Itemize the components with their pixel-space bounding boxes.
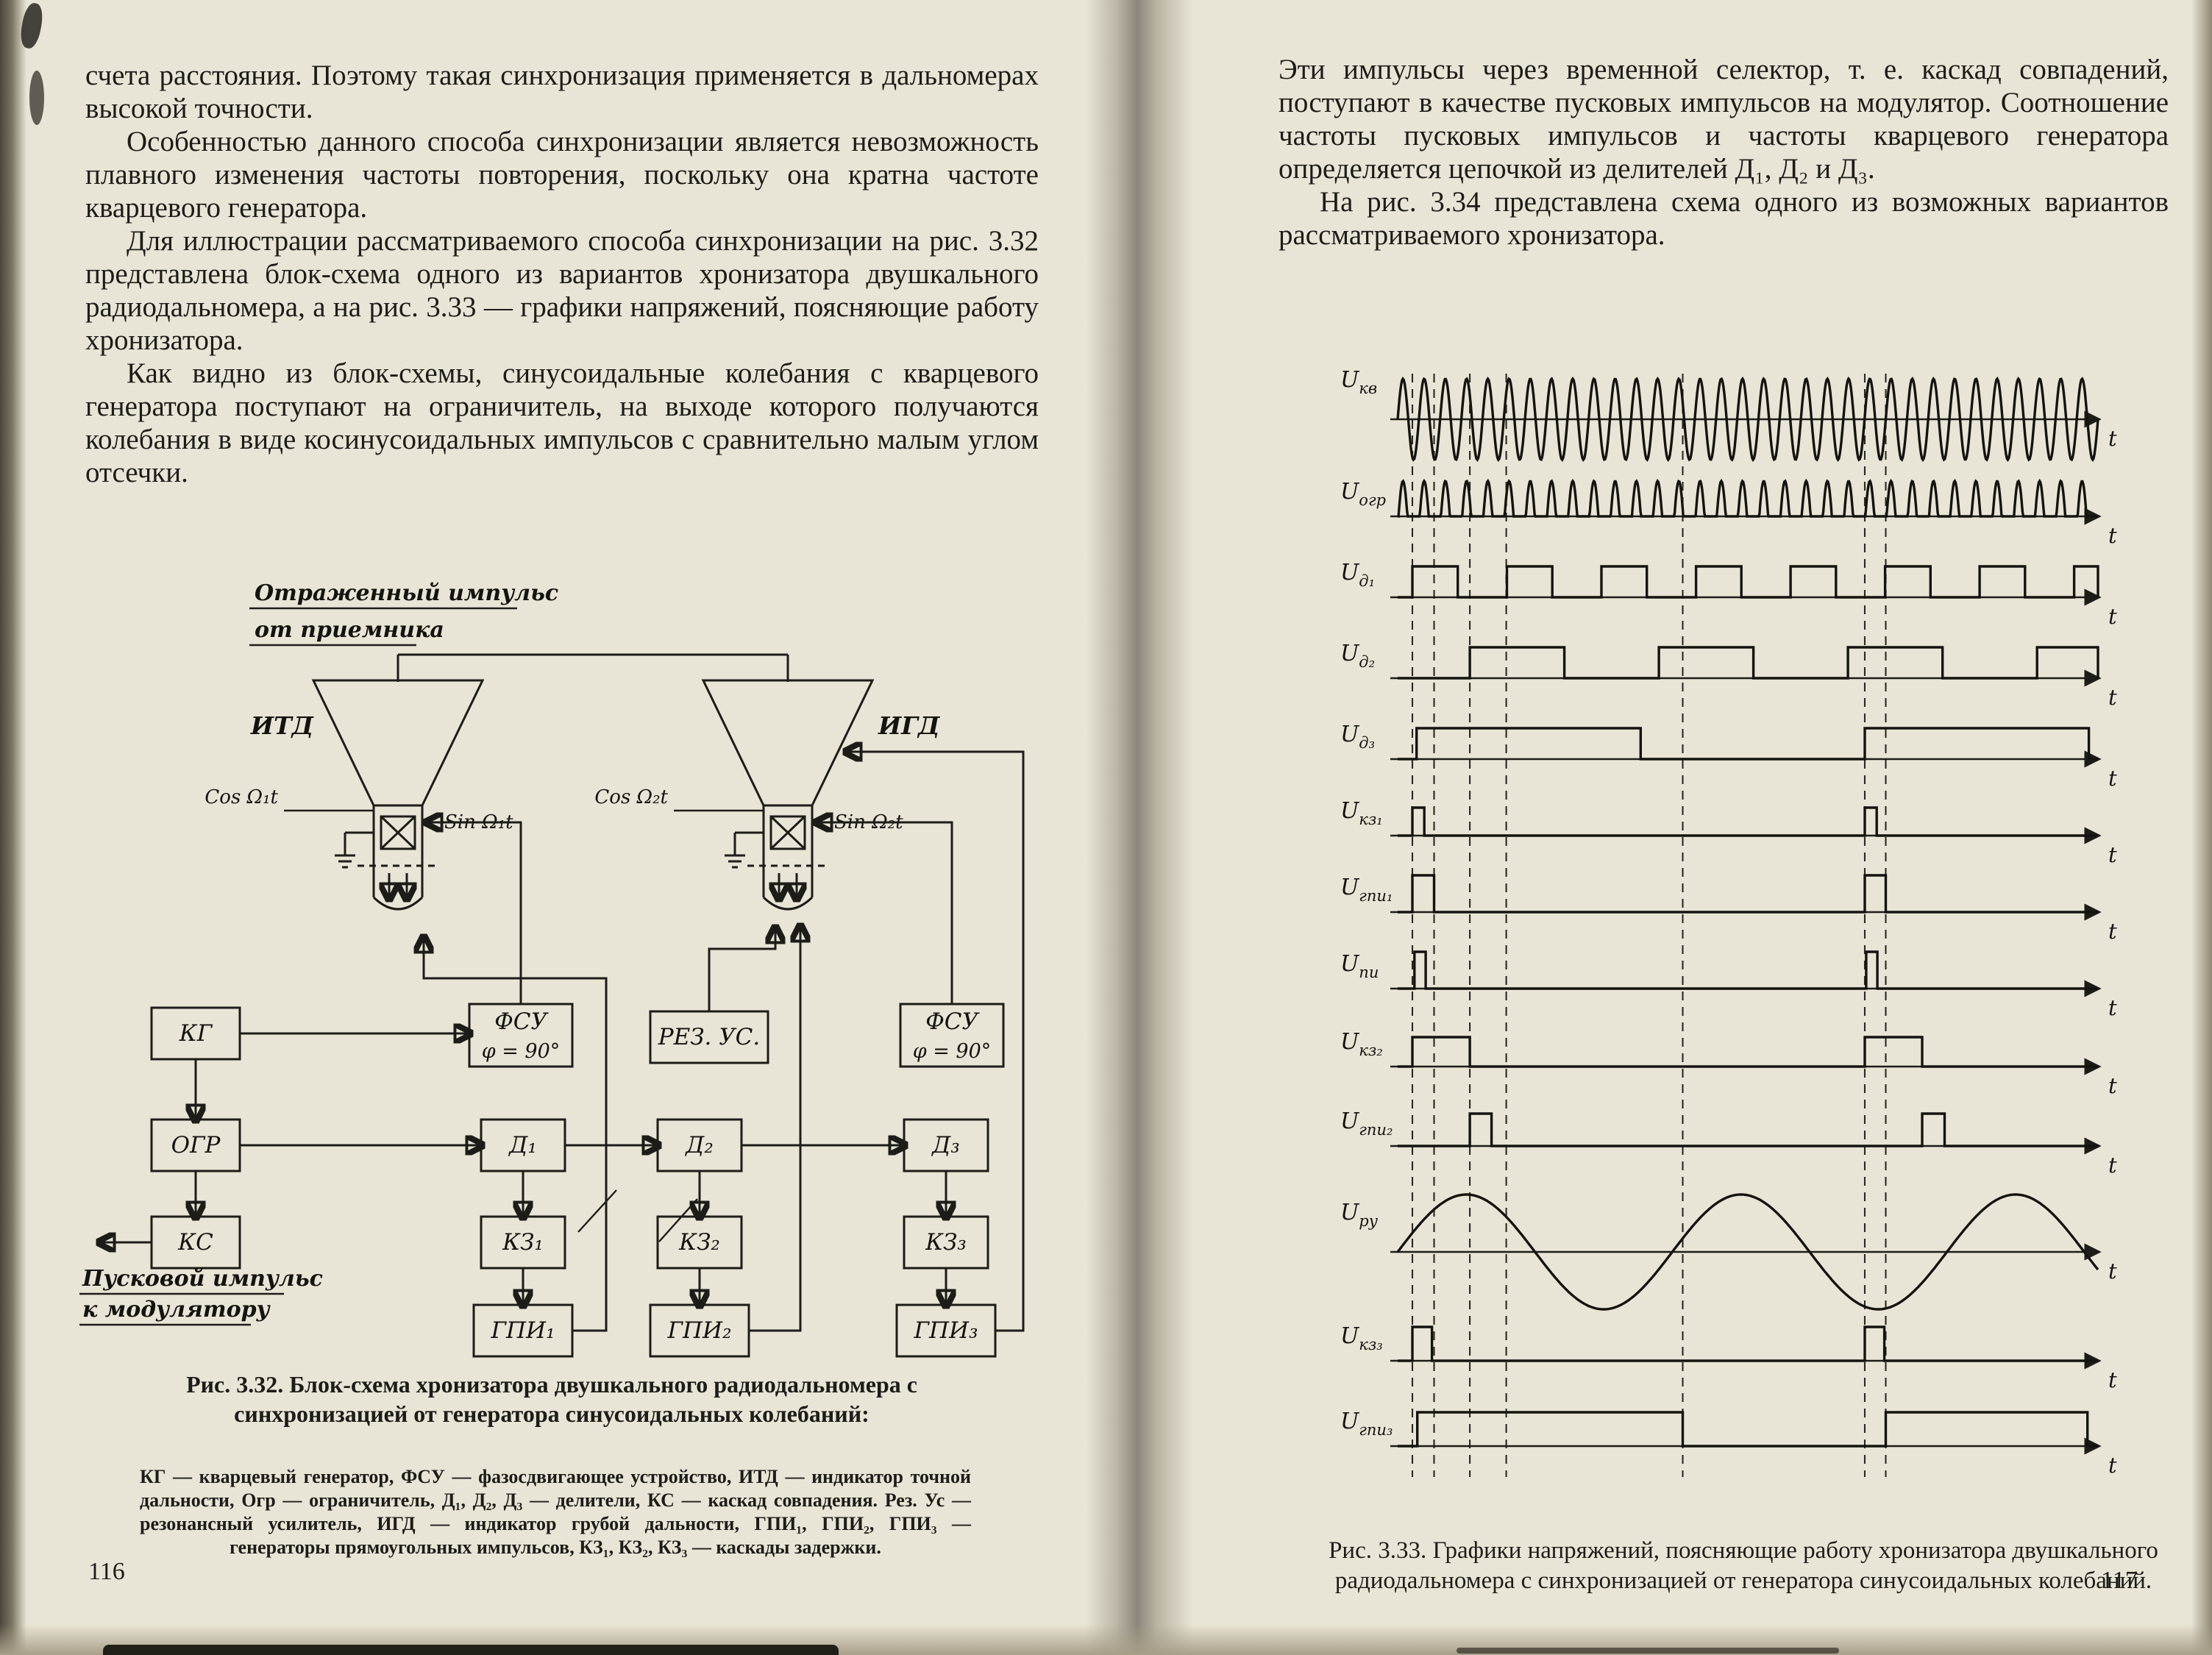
waveform-label: Uпи xyxy=(1340,951,1379,981)
block-gpi2-label: ГПИ₂ xyxy=(666,1317,731,1344)
paragraph: Особенностью данного способа синхронизац… xyxy=(85,126,1039,224)
start-pulse-label: Пусковой импульс xyxy=(82,1266,323,1292)
waveform-label: Uкз₃ xyxy=(1340,1323,1383,1353)
scan-edge-left xyxy=(0,0,26,1655)
waveform-trace xyxy=(1398,1325,2098,1362)
waveform-label: Uгпи₃ xyxy=(1340,1409,1393,1439)
t-axis-label: t xyxy=(2108,1453,2117,1478)
t-axis-label: t xyxy=(2108,842,2117,867)
scan-edge-right xyxy=(2191,0,2212,1655)
reflected-pulse-label: Отраженный импульс xyxy=(255,580,558,606)
paragraph: На рис. 3.34 представлена схема одного и… xyxy=(1279,186,2169,251)
waveform-trace xyxy=(1398,874,2098,914)
waveform-trace xyxy=(1398,1112,2098,1147)
cos-omega1-label: Cos Ω₁t xyxy=(205,786,278,808)
scan-mark xyxy=(29,71,44,125)
block-ogr-label: ОГР xyxy=(171,1132,221,1158)
block-gpi3-label: ГПИ₃ xyxy=(913,1317,978,1344)
figure-3-32-legend: КГ — кварцевый генератор, ФСУ — фазосдви… xyxy=(140,1466,971,1558)
t-axis-label: t xyxy=(2108,604,2117,629)
waveform-trace xyxy=(1398,727,2098,761)
waveform-trace xyxy=(1396,1193,2099,1311)
waveform-label: Uд₃ xyxy=(1340,722,1375,752)
waveform-label: Uкв xyxy=(1340,367,1377,397)
block-kz2-label: КЗ₂ xyxy=(678,1229,720,1256)
waveform-label: Uкз₁ xyxy=(1340,798,1383,828)
t-axis-label: t xyxy=(2108,766,2117,791)
waveform-trace xyxy=(1398,1036,2098,1068)
crt-tube-itd xyxy=(313,680,483,909)
block-kz3-label: КЗ₃ xyxy=(925,1229,967,1256)
figure-3-32-block-diagram: Отраженный импульс от приемника ИТД ИГД … xyxy=(79,580,1025,1358)
waveform-label: Uкз₂ xyxy=(1340,1029,1383,1059)
figure-3-33-caption: Рис. 3.33. Графики напряжений, поясняющи… xyxy=(1329,1537,2158,1594)
t-axis-label: t xyxy=(2108,1367,2117,1392)
block-fsu-1-label: ФСУ xyxy=(494,1008,549,1035)
block-ks-label: КС xyxy=(177,1229,213,1256)
right-text-column: Эти импульсы через временной селектор, т… xyxy=(1279,53,2169,252)
waveform-label: Uогр xyxy=(1340,479,1386,509)
waveform-trace xyxy=(1398,646,2099,680)
waveform-trace xyxy=(1397,478,2098,518)
waveform-label: Uгпи₁ xyxy=(1340,875,1393,905)
block-fsu-2-label: ФСУ xyxy=(925,1008,980,1035)
waveform-trace xyxy=(1398,1411,2098,1448)
t-axis-label: t xyxy=(2108,995,2117,1020)
waveform-trace xyxy=(1398,565,2099,599)
tube-label-itd: ИТД xyxy=(250,711,314,740)
scan-mark xyxy=(18,1,46,50)
waveform-label: Uд₂ xyxy=(1340,641,1375,671)
figure-3-32-caption: Рис. 3.32. Блок-схема хронизатора двушка… xyxy=(186,1371,917,1427)
crt-tube-igd xyxy=(703,680,872,909)
block-kg-label: КГ xyxy=(179,1020,213,1047)
waveform-trace xyxy=(1398,806,2098,837)
block-rez-us-label: РЕЗ. УС. xyxy=(658,1024,761,1050)
waveform-label: Uд₁ xyxy=(1340,560,1375,590)
waveform-label: Uгпи₂ xyxy=(1340,1108,1393,1139)
block-kz1-label: КЗ₁ xyxy=(502,1229,544,1256)
paragraph: Как видно из блок-схемы, синусоидальные … xyxy=(85,357,1039,488)
page-number-right: 117 xyxy=(2101,1567,2138,1594)
paragraph: счета расстояния. Поэтому такая синхрони… xyxy=(85,60,1039,124)
t-axis-label: t xyxy=(2108,1153,2117,1178)
figure-3-33-waveforms: UквtUогрtUд₁tUд₂tUд₃tUкз₁tUгпи₁tUпиtUкз₂… xyxy=(1340,367,2117,1478)
scan-edge-bottom xyxy=(0,1624,2212,1655)
t-axis-label: t xyxy=(2108,685,2117,710)
block-d1-label: Д₁ xyxy=(508,1132,537,1158)
t-axis-label: t xyxy=(2108,1259,2117,1284)
waveform-label: Uру xyxy=(1340,1200,1379,1230)
block-fsu-1-phase: φ = 90° xyxy=(482,1040,561,1063)
t-axis-label: t xyxy=(2108,426,2117,451)
cos-omega2-label: Cos Ω₂t xyxy=(594,786,668,808)
paragraph: Эти импульсы через временной селектор, т… xyxy=(1279,54,2169,185)
scan-smudge xyxy=(103,1645,839,1655)
block-fsu-2-phase: φ = 90° xyxy=(913,1040,992,1063)
start-pulse-label-2: к модулятору xyxy=(82,1297,271,1323)
block-gpi1-label: ГПИ₁ xyxy=(490,1317,555,1344)
left-text-column: счета расстояния. Поэтому такая синхрони… xyxy=(85,59,1039,489)
page-number-left: 116 xyxy=(88,1558,125,1585)
waveform-trace xyxy=(1396,376,2099,463)
tube-label-igd: ИГД xyxy=(878,711,940,740)
reflected-pulse-label-2: от приемника xyxy=(255,617,444,643)
book-gutter-shadow xyxy=(1086,0,1193,1655)
t-axis-label: t xyxy=(2108,1073,2117,1098)
scan-smudge xyxy=(1457,1648,1839,1654)
block-d3-label: Д₃ xyxy=(931,1132,960,1158)
t-axis-label: t xyxy=(2108,523,2117,548)
block-d2-label: Д₂ xyxy=(684,1132,714,1158)
waveform-trace xyxy=(1398,950,2098,990)
t-axis-label: t xyxy=(2108,919,2117,944)
paragraph: Для иллюстрации рассматриваемого способа… xyxy=(85,225,1039,356)
